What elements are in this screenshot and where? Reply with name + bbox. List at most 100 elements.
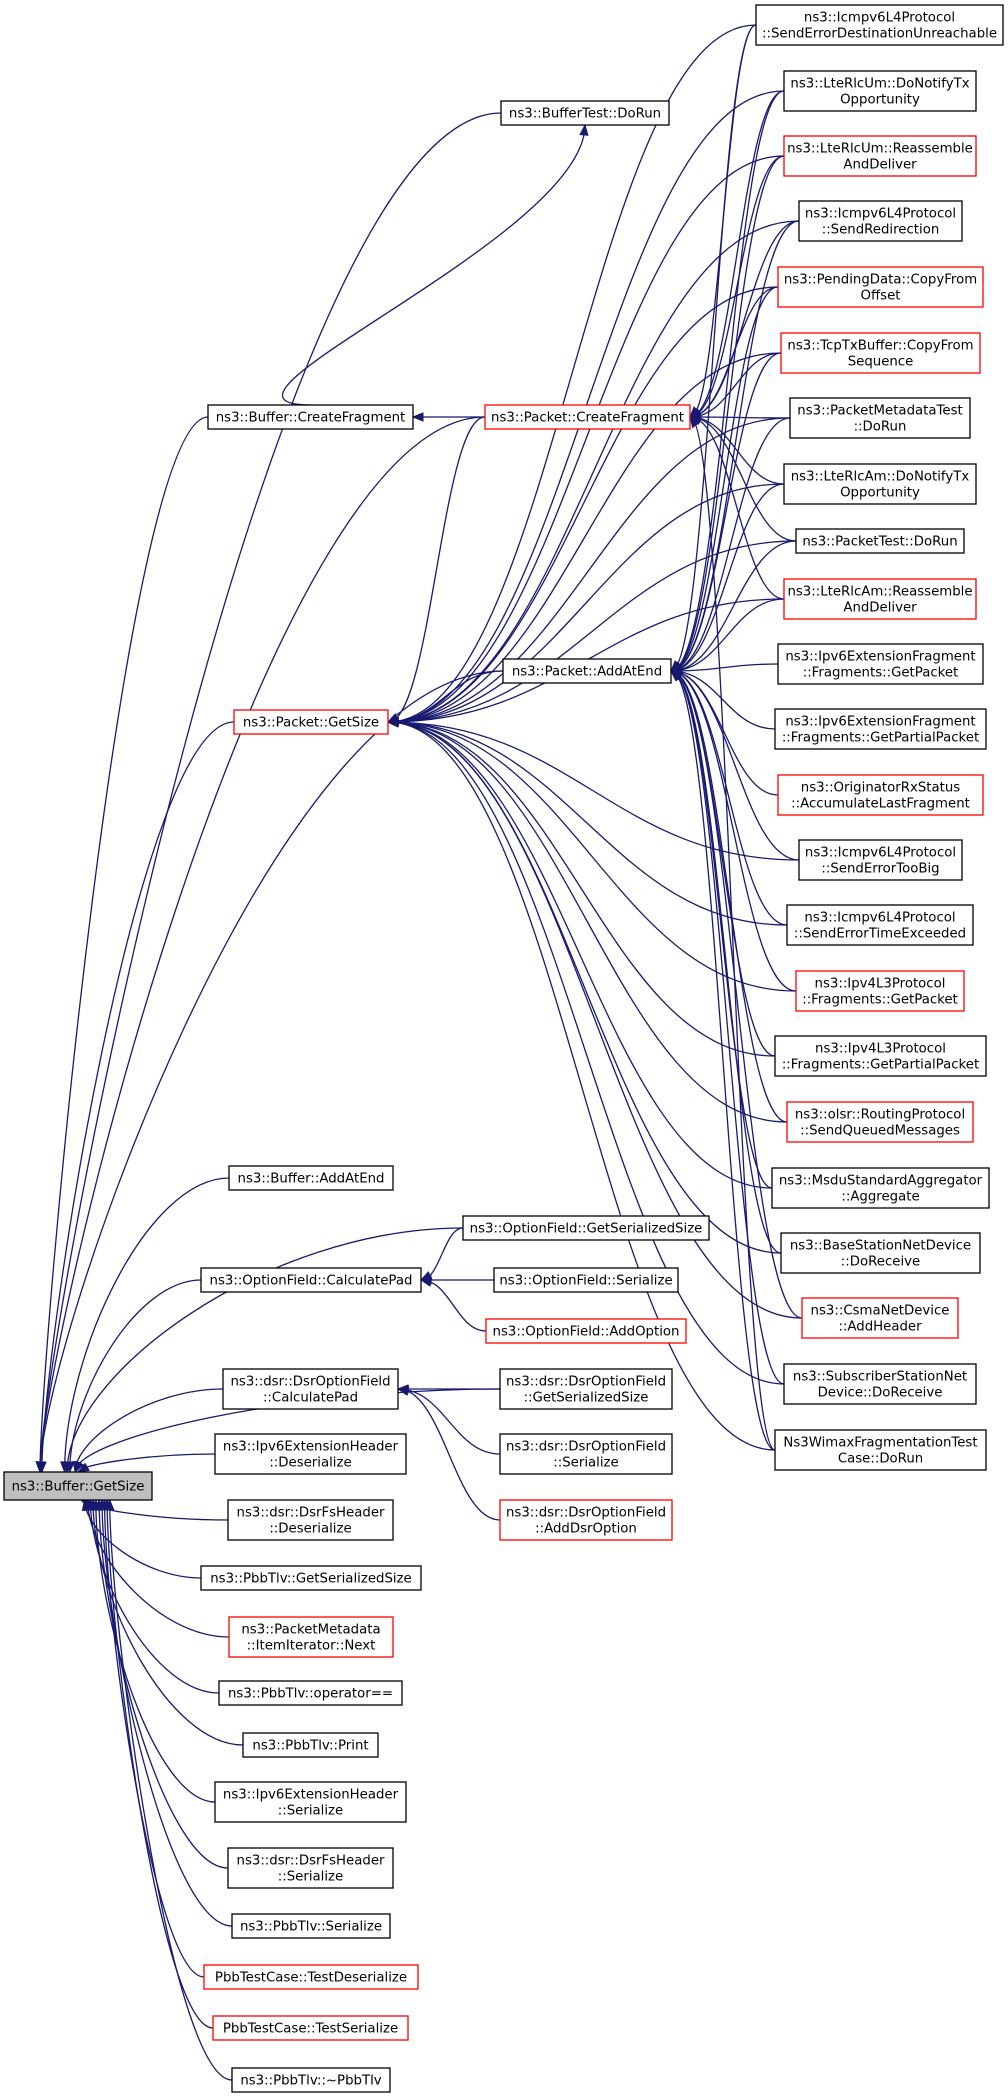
node-label: ns3::TcpTxBuffer::CopyFrom [787,339,973,354]
call-edge-r_ipv6f_gpp-to-n_pktaae [670,670,776,730]
node-label: ns3::dsr::DsrOptionField [506,1506,666,1521]
node-r_pkttest[interactable]: ns3::PacketTest::DoRun [795,528,965,554]
call-edge-r_tcptx-to-n_pktgs [387,352,782,723]
node-label: ns3::Ipv6ExtensionHeader [223,1440,399,1455]
node-r_icmp_setb[interactable]: ns3::Icmpv6L4Protocol::SendErrorTooBig [798,839,963,881]
node-box [499,1368,673,1410]
node-n_bufcf[interactable]: ns3::Buffer::CreateFragment [207,404,414,430]
node-n_dsrcp[interactable]: ns3::dsr::DsrOptionField::CalculatePad [222,1368,399,1410]
node-r_ipv4_gpp[interactable]: ns3::Ipv4L3Protocol::Fragments::GetParti… [774,1035,987,1077]
node-box [231,2067,391,2093]
node-label: ::GetSerializedSize [524,1391,649,1406]
node-label: ns3::LteRlcAm::Reassemble [787,585,972,600]
call-edge-r_rlcum_rd-to-n_pktaae [670,155,785,672]
node-box [771,1167,990,1209]
node-n_dsrfs_de[interactable]: ns3::dsr::DsrFsHeader::Deserialize [227,1499,394,1541]
node-label: PbbTestCase::TestDeserialize [215,1971,407,1986]
node-n_pbb_ser[interactable]: ns3::PbbTlv::Serialize [231,1913,391,1939]
call-edge-n_ofao-to-n_ofcp [420,1279,487,1332]
call-edge-n_ipv6eh_ser-to-root [95,1499,216,1803]
node-n_pbbtc_ser[interactable]: PbbTestCase::TestSerialize [212,2015,409,2041]
node-n_pktaae[interactable]: ns3::Packet::AddAtEnd [502,658,672,684]
node-label: Ns3WimaxFragmentationTest [783,1436,977,1451]
call-edge-r_wimax-to-n_pktaae [670,670,776,1451]
node-label: ns3::Packet::GetSize [243,716,379,731]
node-label: ns3::dsr::DsrFsHeader [237,1506,385,1521]
node-r_ipv6f_gpp[interactable]: ns3::Ipv6ExtensionFragment::Fragments::G… [774,708,987,750]
call-edge-r_icmp_setb-to-n_pktaae [670,670,800,861]
call-edge-r_icmp_sr-to-n_pktaae [670,220,800,672]
node-n_bufaae[interactable]: ns3::Buffer::AddAtEnd [228,1165,394,1191]
node-box [789,397,971,439]
node-label: ::Serialize [278,1804,343,1819]
node-n_ipv6eh_de[interactable]: ns3::Ipv6ExtensionHeader::Deserialize [214,1433,407,1475]
node-label: ns3::Buffer::GetSize [12,1480,145,1495]
node-r_ssnd[interactable]: ns3::SubscriberStationNetDevice::DoRecei… [783,1363,977,1405]
arrow-head-r_wimax-to-n_pktgs [386,718,399,728]
node-label: ns3::Ipv4L3Protocol [815,977,946,992]
node-r_olsr[interactable]: ns3::olsr::RoutingProtocol::SendQueuedMe… [786,1101,974,1143]
node-box [777,266,984,308]
node-r_bsnd[interactable]: ns3::BaseStationNetDevice::DoReceive [780,1232,981,1274]
node-n_pktgs[interactable]: ns3::Packet::GetSize [233,709,389,735]
node-n_pbb_dtor[interactable]: ns3::PbbTlv::~PbbTlv [231,2067,391,2093]
node-r_csma[interactable]: ns3::CsmaNetDevice::AddHeader [801,1297,959,1339]
call-edge-r_olsr-to-n_pktaae [670,670,788,1123]
node-box [227,1499,394,1541]
node-n_dsrfs_ser[interactable]: ns3::dsr::DsrFsHeader::Serialize [227,1847,394,1889]
call-edge-r_pending-to-n_pktaae [670,286,779,672]
node-label: ns3::Ipv6ExtensionFragment [785,715,975,730]
call-edge-n_dsrado-to-n_dsrcp [397,1388,501,1521]
node-n_dsrgss[interactable]: ns3::dsr::DsrOptionField::GetSerializedS… [499,1368,673,1410]
node-n_pbb_gss[interactable]: ns3::PbbTlv::GetSerializedSize [200,1565,422,1591]
node-n_ofser[interactable]: ns3::OptionField::Serialize [493,1267,679,1293]
node-box [484,404,691,430]
node-box [783,135,977,177]
node-box [212,2015,409,2041]
call-edge-r_pending-to-n_pktgs [387,286,779,723]
node-n_dsrser[interactable]: ns3::dsr::DsrOptionField::Serialize [499,1433,673,1475]
call-edge-r_olsr-to-n_pktgs [387,721,788,1123]
node-r_orig[interactable]: ns3::OriginatorRxStatus::AccumulateLastF… [777,774,984,816]
node-r_msdu[interactable]: ns3::MsduStandardAggregator::Aggregate [771,1167,990,1209]
call-edge-n_bufcf-to-n_buftest [281,124,586,406]
call-edge-r_rlcum_tx-to-n_pktcf [689,90,785,418]
node-r_icmp_sr[interactable]: ns3::Icmpv6L4Protocol::SendRedirection [798,200,963,242]
node-n_pm_next[interactable]: ns3::PacketMetadata::ItemIterator::Next [228,1616,394,1658]
node-n_buftest[interactable]: ns3::BufferTest::DoRun [500,100,670,126]
node-label: ::Deserialize [269,1456,351,1471]
node-n_pktcf[interactable]: ns3::Packet::CreateFragment [484,404,691,430]
node-r_ipv4_gp[interactable]: ns3::Ipv4L3Protocol::Fragments::GetPacke… [795,970,965,1012]
node-label: ns3::Buffer::AddAtEnd [238,1172,385,1187]
node-n_dsrado[interactable]: ns3::dsr::DsrOptionField::AddDsrOption [499,1499,673,1541]
node-n_pbb_eq[interactable]: ns3::PbbTlv::operator== [218,1680,403,1706]
node-r_icmp_sete[interactable]: ns3::Icmpv6L4Protocol::SendErrorTimeExce… [786,904,974,946]
call-edge-r_rlcum_tx-to-n_pktaae [670,90,785,672]
call-edge-r_wimax-to-n_pktgs [387,721,776,1451]
node-label: ns3::PbbTlv::GetSerializedSize [210,1572,412,1587]
node-r_icmp_sedu[interactable]: ns3::Icmpv6L4Protocol::SendErrorDestinat… [755,4,1004,46]
node-n_ofao[interactable]: ns3::OptionField::AddOption [485,1318,687,1344]
call-edge-n_ofgss-to-n_ofcp [420,1227,464,1281]
call-edge-r_rlcam_tx-to-n_pktaae [670,483,785,672]
node-box [798,839,963,881]
node-n_ofgss[interactable]: ns3::OptionField::GetSerializedSize [462,1215,710,1241]
node-box [786,1101,974,1143]
node-r_ipv6f_gp[interactable]: ns3::Ipv6ExtensionFragment::Fragments::G… [777,643,984,685]
node-n_ofcp[interactable]: ns3::OptionField::CalculatePad [200,1267,422,1293]
node-n_ipv6eh_ser[interactable]: ns3::Ipv6ExtensionHeader::Serialize [214,1781,407,1823]
node-r_pmtest[interactable]: ns3::PacketMetadataTest::DoRun [789,397,971,439]
node-box [502,658,672,684]
call-edge-r_csma-to-n_pktgs [387,721,803,1319]
node-label: Case::DoRun [838,1452,923,1467]
node-n_pbb_print[interactable]: ns3::PbbTlv::Print [242,1732,379,1758]
arrow-head-n_dsrcp-to-root [72,1460,82,1474]
node-n_pbbtc_de[interactable]: PbbTestCase::TestDeserialize [203,1964,419,1990]
